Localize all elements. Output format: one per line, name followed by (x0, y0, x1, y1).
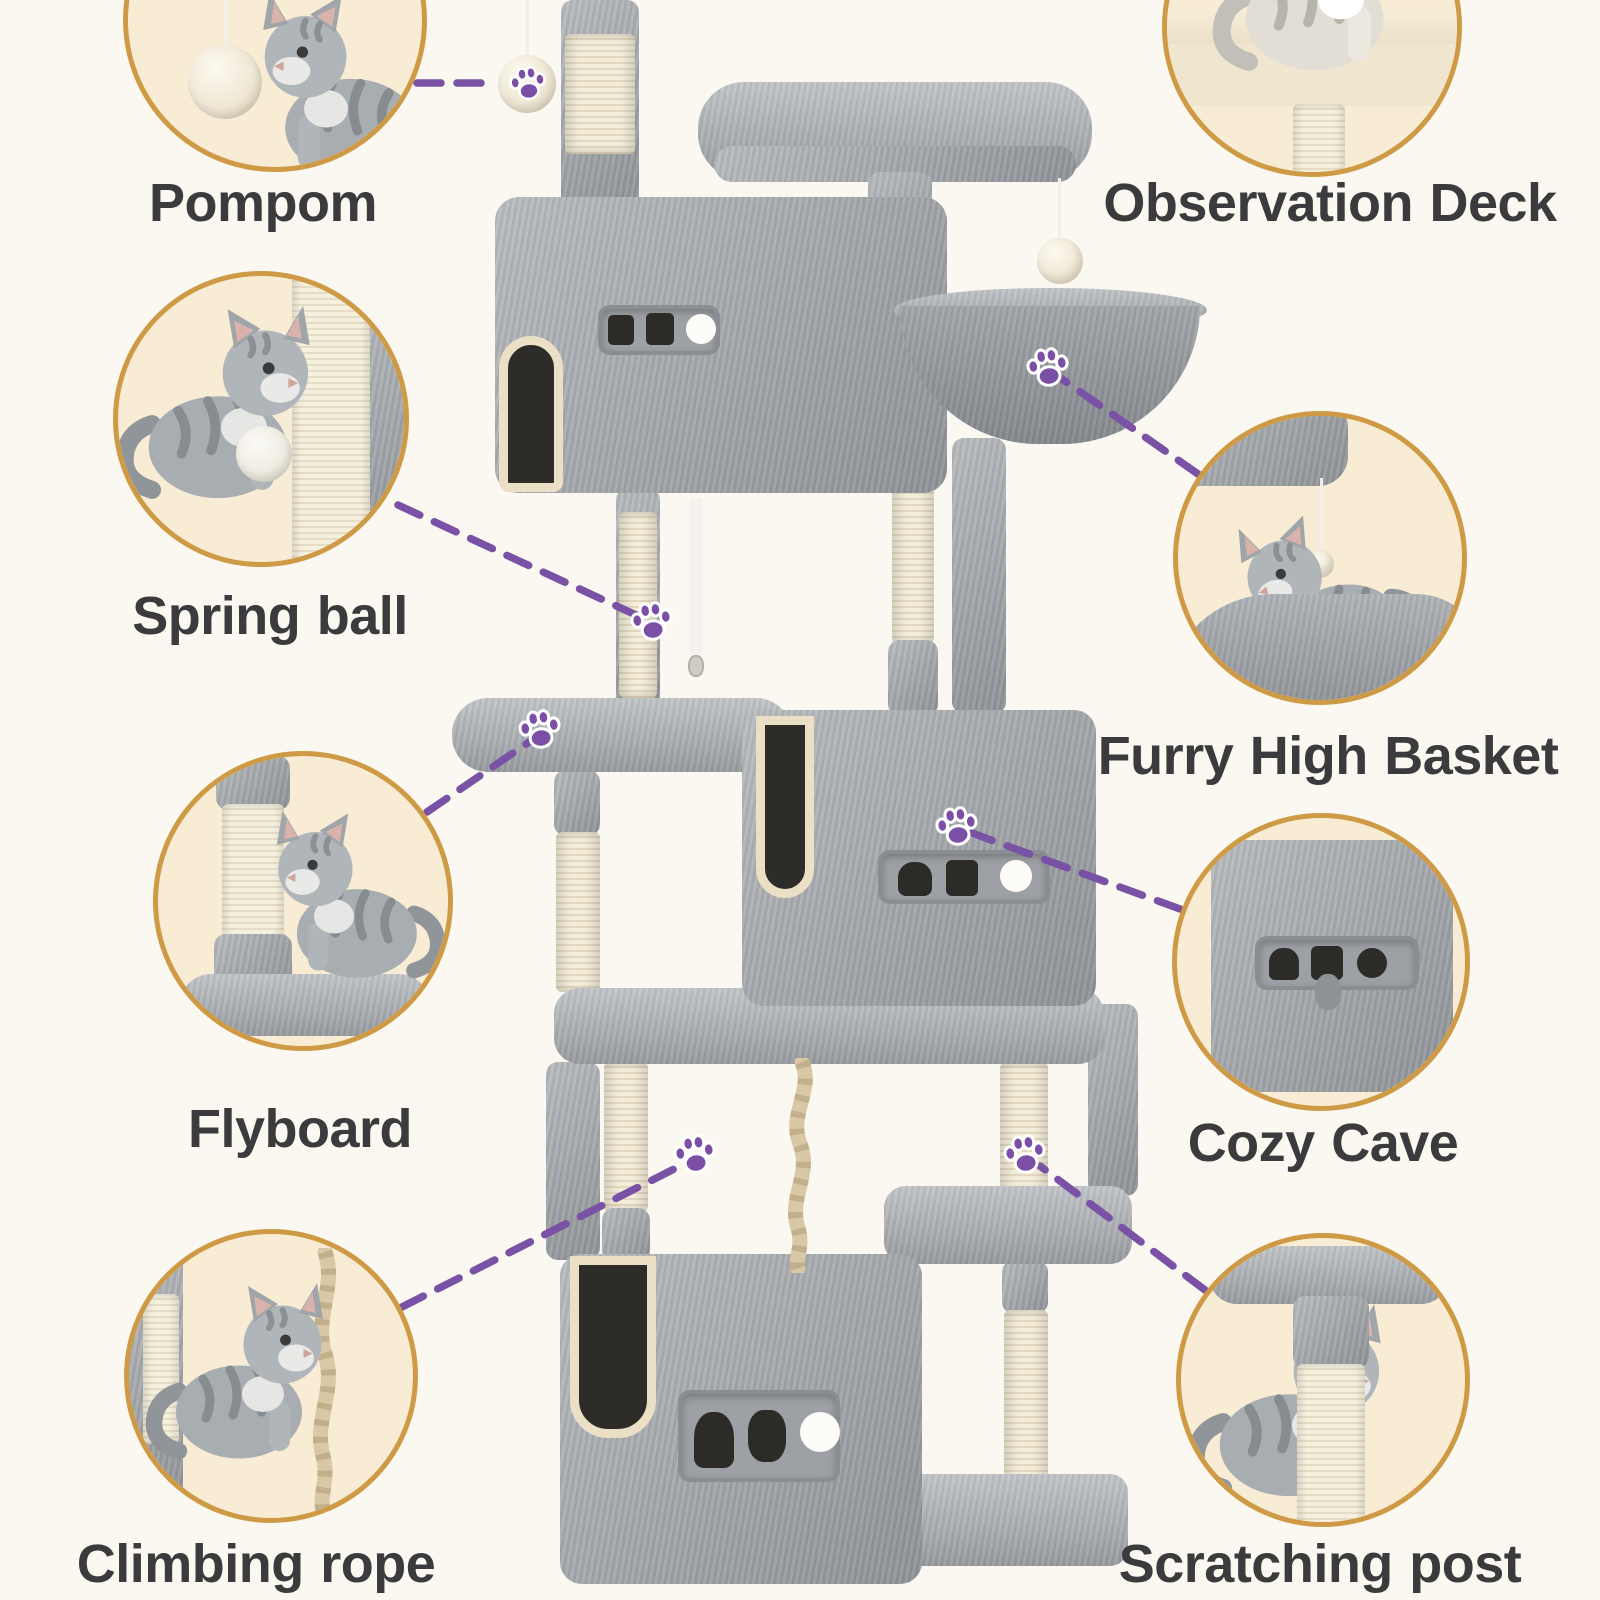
peek-hole-mid-3 (1000, 860, 1032, 892)
middle-condo-entrance (756, 716, 814, 898)
peek-hole-mid-1 (898, 862, 932, 896)
flyboard-photo-platform (180, 974, 430, 1036)
strap-eyelet (688, 655, 704, 677)
scratching-post-platform (884, 1186, 1132, 1264)
callout-photo-scratching-post (1176, 1233, 1470, 1527)
feature-label-cozy-cave: Cozy Cave (1187, 1113, 1459, 1173)
base-post-cap (1002, 1260, 1048, 1314)
paw-marker-scratching-post (999, 1129, 1051, 1181)
callout-photo-spring-ball (113, 271, 409, 567)
feature-label-spring-ball: Spring ball (132, 586, 408, 646)
feature-label-furry-high-basket: Furry High Basket (1097, 726, 1559, 786)
leader-line-spring-ball (394, 501, 640, 619)
deck-photo-support (1293, 104, 1345, 172)
mid-right-post-base (888, 640, 938, 716)
pompom-string-deck (1058, 178, 1061, 240)
peek-hole-bot-1 (694, 1412, 734, 1468)
paw-marker-pompom (505, 61, 550, 106)
feature-label-scratching-post: Scratching post (1118, 1534, 1522, 1594)
top-condo-entrance (499, 336, 563, 492)
flyboard-photo-post-sisal (222, 804, 284, 940)
feature-label-flyboard: Flyboard (187, 1099, 413, 1159)
cave-photo-hole-3 (1357, 948, 1387, 978)
pompom-photo-string (224, 0, 227, 53)
flyboard-photo-post-top (216, 756, 290, 810)
peek-hole-bot-2 (748, 1410, 786, 1462)
ceiling-post-sisal-wrap (565, 34, 635, 154)
paw-marker-spring-ball (626, 596, 678, 648)
callout-photo-cozy-cave (1172, 813, 1470, 1111)
basket-photo-deck-edge (1178, 416, 1348, 486)
lower-left-post (546, 1062, 600, 1260)
bottom-condo-entrance (570, 1256, 656, 1438)
hanging-strap (690, 498, 703, 666)
paw-marker-furry-high-basket (1022, 342, 1074, 394)
mid-right-post-sisal (892, 476, 934, 644)
pompom-photo-ball (188, 45, 262, 119)
pompom-string-top (526, 0, 529, 58)
peek-hole-top-3 (686, 314, 716, 344)
lower-left-post-sisal (604, 1062, 648, 1212)
cave-photo-kitten-paw (1315, 974, 1341, 1010)
climbing-rope-on-tree (788, 1058, 813, 1273)
flyboard-post-sisal (556, 832, 600, 992)
scratch-photo-post-cap (1293, 1296, 1369, 1368)
callout-photo-furry-high-basket (1173, 411, 1467, 705)
scratch-photo-platform (1209, 1246, 1449, 1304)
cat-photo-spring-ball (113, 296, 336, 526)
rope-photo-rope (313, 1248, 336, 1514)
feature-label-pompom: Pompom (148, 173, 378, 233)
callout-photo-flyboard (153, 751, 453, 1051)
feature-label-observation-deck: Observation Deck (1103, 173, 1557, 233)
spring-post-edge (368, 276, 404, 562)
cat-photo-climbing-rope (137, 1274, 347, 1484)
paw-marker-cozy-cave (931, 801, 983, 853)
basket-photo-string (1320, 478, 1323, 556)
cat-photo-pompom (238, 0, 427, 172)
top-condo-box (495, 197, 947, 493)
flyboard-platform (452, 698, 792, 772)
flyboard-post (554, 770, 600, 836)
feature-label-climbing-rope: Climbing rope (76, 1534, 436, 1594)
cat-photo-observation-deck (1203, 0, 1433, 98)
peek-hole-bot-3 (800, 1412, 840, 1452)
cat-photo-flyboard (254, 802, 453, 1002)
pompom-ball-deck (1037, 238, 1083, 284)
cave-photo-hole-1 (1269, 948, 1299, 980)
callout-photo-observation-deck (1162, 0, 1462, 177)
scratch-photo-post-sisal (1297, 1364, 1365, 1522)
peek-hole-top-1 (608, 315, 634, 345)
basket-photo-hammock (1178, 594, 1462, 700)
peek-hole-top-2 (646, 313, 674, 345)
callout-photo-pompom (123, 0, 427, 172)
callout-photo-climbing-rope (124, 1229, 418, 1523)
peek-hole-mid-2 (946, 860, 978, 896)
spring-ball-toy (236, 426, 292, 482)
hammock-support-post (952, 438, 1006, 714)
base-sisal-post (1004, 1310, 1048, 1484)
paw-marker-climbing-rope (669, 1129, 721, 1181)
paw-marker-flyboard (514, 704, 566, 756)
cat-photo-scratching-post (1177, 1294, 1407, 1524)
